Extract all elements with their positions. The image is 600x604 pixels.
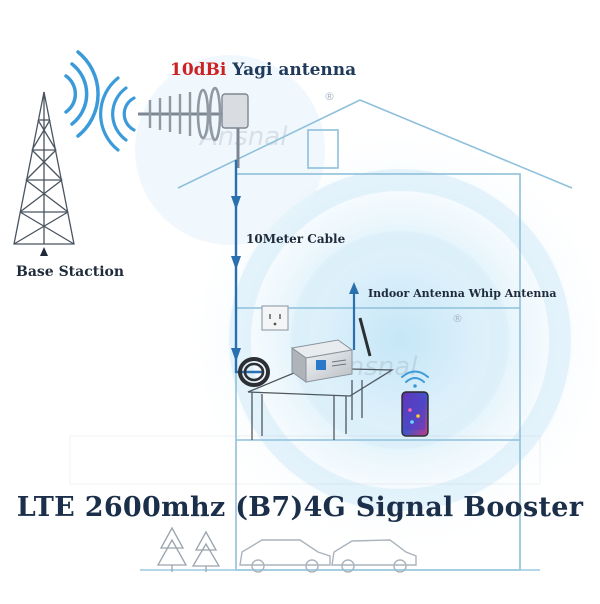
product-headline: LTE 2600mhz (B7)4G Signal Booster (16, 492, 584, 523)
registered-mark: ® (324, 90, 335, 103)
smartphone-icon (401, 391, 429, 437)
antenna-gain: 10dBi (170, 60, 227, 80)
cable-coil-icon (238, 357, 270, 387)
power-socket-icon (261, 305, 289, 331)
base-station-tower-icon (13, 91, 75, 245)
tower-signal-icon (64, 50, 100, 138)
signal-booster-unit-icon (290, 339, 354, 383)
wifi-icon (401, 370, 429, 388)
indoor-antenna-label: Indoor Antenna Whip Antenna (368, 287, 557, 300)
base-station-label: Base Staction (16, 264, 125, 280)
coverage-glow (135, 55, 600, 560)
car-icon (239, 539, 417, 573)
table-icon (247, 367, 395, 440)
background-pattern (69, 435, 541, 485)
antenna-name: Yagi antenna (232, 60, 357, 80)
indoor-antenna-lead (349, 282, 372, 357)
tree-icon (156, 526, 221, 572)
yagi-antenna-icon (138, 86, 249, 168)
antenna-title: 10dBi Yagi antenna (170, 60, 356, 80)
registered-mark-indoor: ® (452, 312, 463, 325)
antenna-signal-icon (99, 76, 136, 152)
cable-arrow-icon (231, 196, 241, 362)
cable-label: 10Meter Cable (246, 232, 346, 246)
base-station-pointer-icon (40, 247, 48, 256)
